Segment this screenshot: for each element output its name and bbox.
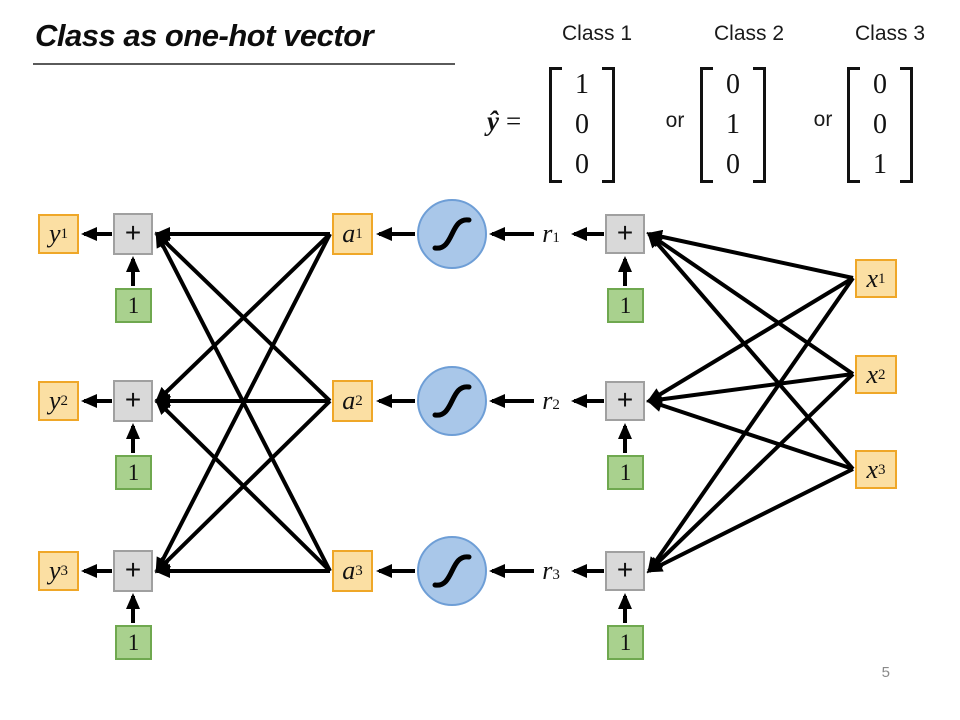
bias-one-label: 1 <box>619 293 632 318</box>
bias-one-label: 1 <box>127 460 140 485</box>
right-bracket <box>753 67 766 183</box>
var-subscript: 2 <box>355 393 363 409</box>
vector-entry: 0 <box>575 149 589 180</box>
signal-label-r1: r1 <box>531 217 571 251</box>
sum-box-left-2: + <box>113 380 153 422</box>
bias-one-label: 1 <box>619 460 632 485</box>
bias-one-label: 1 <box>127 293 140 318</box>
bias-one-label: 1 <box>127 630 140 655</box>
var-subscript: 3 <box>60 563 69 579</box>
bias-box-right-1: 1 <box>607 288 644 323</box>
yhat-equation-lead: ŷ= <box>487 106 521 137</box>
plus-icon: + <box>124 554 142 585</box>
bias-box-right-3: 1 <box>607 625 644 660</box>
or-text: or <box>813 108 833 131</box>
vector-entry: 1 <box>873 149 887 180</box>
plus-icon: + <box>616 384 634 415</box>
one-hot-vector-class1: 1 0 0 <box>549 67 615 183</box>
var-subscript: 2 <box>552 397 560 413</box>
sigmoid-curve-icon <box>432 217 472 251</box>
var-subscript: 2 <box>60 393 69 409</box>
vector-entry: 0 <box>575 109 589 140</box>
var-subscript: 2 <box>878 366 886 383</box>
var-subscript: 1 <box>60 226 69 242</box>
left-bracket <box>700 67 713 183</box>
plus-icon: + <box>124 384 142 415</box>
bias-box-left-1: 1 <box>115 288 152 323</box>
vector-entry: 0 <box>726 149 740 180</box>
var-subscript: 3 <box>878 461 886 478</box>
var-label: a <box>342 556 356 585</box>
var-subscript: 3 <box>552 567 560 583</box>
sum-box-right-3: + <box>605 551 645 591</box>
plus-icon: + <box>124 217 142 248</box>
one-hot-vector-class3: 0 0 1 <box>847 67 913 183</box>
sum-box-right-1: + <box>605 214 645 254</box>
var-label: y <box>48 219 61 248</box>
var-subscript: 1 <box>878 270 886 287</box>
var-label: y <box>48 386 61 415</box>
class-1-label: Class 1 <box>561 22 633 45</box>
bias-one-label: 1 <box>619 630 632 655</box>
sigmoid-curve-icon <box>432 384 472 418</box>
vector-entry: 0 <box>873 69 887 100</box>
class-2-label: Class 2 <box>713 22 785 45</box>
one-hot-vector-class2: 0 1 0 <box>700 67 766 183</box>
bias-box-left-2: 1 <box>115 455 152 490</box>
var-label: a <box>342 219 356 248</box>
var-subscript: 3 <box>355 563 363 579</box>
equals-sign: = <box>505 106 522 136</box>
vector-entry: 1 <box>726 109 740 140</box>
title-underline <box>33 63 455 65</box>
vector-entry: 0 <box>873 109 887 140</box>
var-subscript: 1 <box>552 230 560 246</box>
signal-label-r2: r2 <box>531 384 571 418</box>
var-label: a <box>342 386 356 415</box>
bias-box-right-2: 1 <box>607 455 644 490</box>
var-label: r <box>542 556 553 585</box>
sigmoid-curve-icon <box>432 554 472 588</box>
var-label: x <box>866 359 879 389</box>
sum-box-left-1: + <box>113 213 153 255</box>
var-label: r <box>542 219 553 248</box>
right-bracket <box>602 67 615 183</box>
right-bracket <box>900 67 913 183</box>
left-bracket <box>549 67 562 183</box>
slide-title: Class as one-hot vector <box>35 18 374 53</box>
var-label: y <box>48 556 61 585</box>
sigmoid-circles <box>417 199 487 606</box>
var-subscript: 1 <box>355 226 363 242</box>
var-label: x <box>866 454 879 484</box>
plus-icon: + <box>616 554 634 585</box>
vector-entry: 1 <box>575 69 589 100</box>
left-bracket <box>847 67 860 183</box>
or-text: or <box>665 109 685 132</box>
var-label: r <box>542 386 553 415</box>
signal-label-r3: r3 <box>531 554 571 588</box>
yhat-symbol: ŷ <box>487 106 499 136</box>
var-label: x <box>866 263 879 293</box>
class-3-label: Class 3 <box>854 22 926 45</box>
bias-box-left-3: 1 <box>115 625 152 660</box>
sum-box-left-3: + <box>113 550 153 592</box>
sum-box-right-2: + <box>605 381 645 421</box>
plus-icon: + <box>616 217 634 248</box>
page-number: 5 <box>881 664 890 681</box>
vector-entry: 0 <box>726 69 740 100</box>
